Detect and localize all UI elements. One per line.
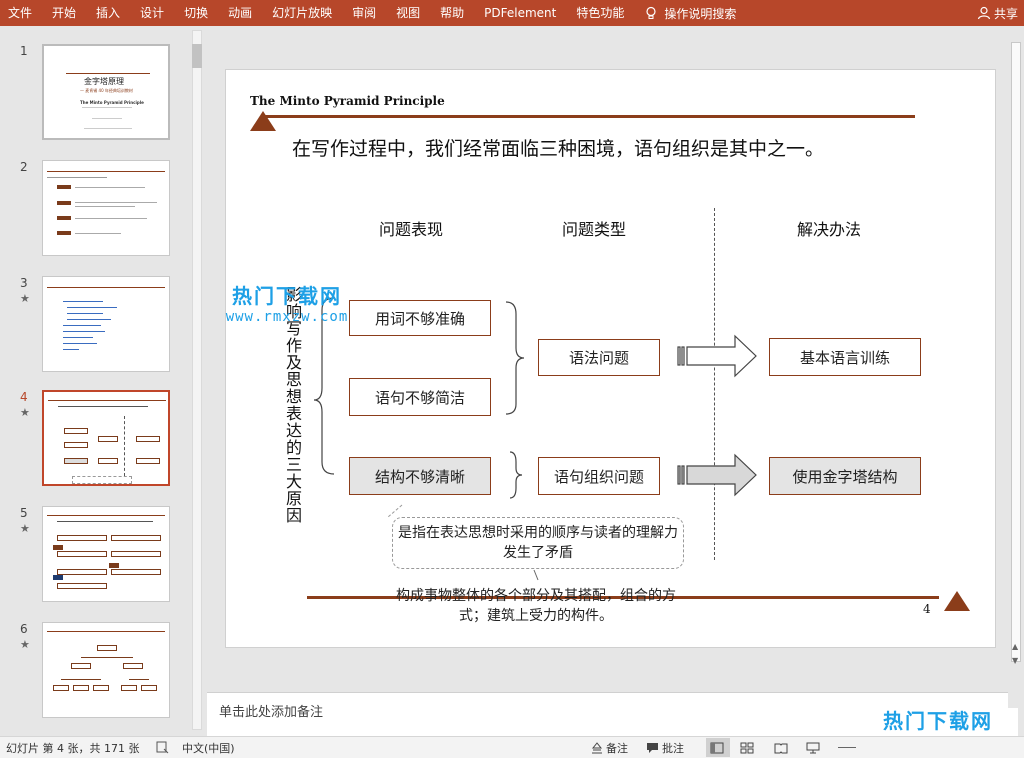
slide-number: 5 <box>20 506 28 520</box>
slide-preview: 金字塔原理 — 麦肯锡 40 年经典培训教材 The Minto Pyramid… <box>42 44 170 140</box>
status-bar: 幻灯片 第 4 张，共 171 张 中文(中国) 备注 批注 <box>0 736 1024 758</box>
search-label: 操作说明搜索 <box>664 6 737 21</box>
slide-number: 6 <box>20 622 28 636</box>
normal-view-button[interactable] <box>706 738 730 757</box>
normal-view-icon <box>710 742 723 753</box>
slideshow-view-button[interactable] <box>802 738 826 757</box>
notes-placeholder[interactable]: 单击此处添加备注 <box>219 705 324 720</box>
tab-insert[interactable]: 插入 <box>96 6 121 20</box>
slide-vertical-scrollbar[interactable]: ▲ ▼ <box>1008 30 1024 670</box>
notes-toggle-button[interactable]: 备注 <box>591 740 628 756</box>
comment-icon <box>647 743 658 753</box>
slide-counter: 幻灯片 第 4 张，共 171 张 <box>6 742 140 755</box>
top-rule <box>264 115 915 118</box>
diagram-connectors <box>313 297 757 581</box>
thumbnail-slide-5[interactable]: 5 ★ <box>0 506 190 616</box>
slide-preview <box>42 506 170 602</box>
slide-number: 1 <box>20 44 28 58</box>
solution-box-2[interactable]: 使用金字塔结构 <box>769 457 921 495</box>
type-box-2[interactable]: 语句组织问题 <box>538 457 660 495</box>
tab-review[interactable]: 审阅 <box>352 6 377 20</box>
column-head-symptom: 问题表现 <box>379 220 444 239</box>
language-indicator[interactable]: 中文(中国) <box>182 742 235 755</box>
problem-box-3[interactable]: 结构不够清晰 <box>349 457 491 495</box>
tab-animations[interactable]: 动画 <box>228 6 253 20</box>
current-slide[interactable]: The Minto Pyramid Principle 在写作过程中，我们经常面… <box>225 69 996 648</box>
thumbnail-slide-1[interactable]: 1 金字塔原理 — 麦肯锡 40 年经典培训教材 The Minto Pyram… <box>0 44 190 154</box>
vertical-label: 影响写作及思想表达的三大原因 <box>283 286 302 524</box>
problem-box-2[interactable]: 语句不够简洁 <box>349 378 491 416</box>
slideshow-icon <box>806 742 819 753</box>
next-slide-icon[interactable]: ▼ <box>1012 656 1019 665</box>
bottom-rule <box>307 596 939 599</box>
type-box-1[interactable]: 语法问题 <box>538 339 660 376</box>
watermark-corner-text: 热门下载网 <box>883 709 993 733</box>
tab-home[interactable]: 开始 <box>52 6 77 20</box>
triangle-marker-bottom <box>944 591 970 611</box>
slide-number: 4 <box>20 390 28 404</box>
tab-design[interactable]: 设计 <box>140 6 165 20</box>
slide-headline[interactable]: 在写作过程中，我们经常面临三种困境，语句组织是其中之一。 <box>292 138 825 160</box>
share-label: 共享 <box>993 6 1018 21</box>
tab-help[interactable]: 帮助 <box>440 6 465 20</box>
thumb-eng-title: The Minto Pyramid Principle <box>80 100 144 105</box>
comments-toggle-label: 批注 <box>662 742 684 755</box>
thumbnail-slide-2[interactable]: 2 <box>0 160 190 270</box>
animation-star-icon: ★ <box>20 638 30 651</box>
problem-box-1[interactable]: 用词不够准确 <box>349 300 491 336</box>
person-icon <box>977 6 991 20</box>
tab-view[interactable]: 视图 <box>396 6 421 20</box>
lightbulb-icon <box>646 6 656 19</box>
tell-me-search[interactable]: 操作说明搜索 <box>634 0 746 26</box>
reading-view-icon <box>774 743 787 753</box>
accessibility-icon[interactable] <box>156 740 173 754</box>
column-head-solution: 解决办法 <box>797 220 862 239</box>
tab-transitions[interactable]: 切换 <box>184 6 209 20</box>
slide-thumbnail-pane: 1 金字塔原理 — 麦肯锡 40 年经典培训教材 The Minto Pyram… <box>0 26 207 736</box>
animation-star-icon: ★ <box>20 522 30 535</box>
slide-preview <box>42 276 170 372</box>
zoom-slider[interactable] <box>838 747 856 748</box>
solution-box-1[interactable]: 基本语言训练 <box>769 338 921 376</box>
dashed-divider <box>714 208 715 560</box>
notes-icon <box>591 742 603 754</box>
thumb-title: 金字塔原理 <box>84 77 124 86</box>
tab-features[interactable]: 特色功能 <box>576 6 625 20</box>
slide-sorter-button[interactable] <box>736 738 760 757</box>
tab-slideshow[interactable]: 幻灯片放映 <box>272 6 333 20</box>
animation-star-icon: ★ <box>20 406 30 419</box>
ribbon-tab-bar: 文件 开始 插入 设计 切换 动画 幻灯片放映 审阅 视图 帮助 PDFelem… <box>0 0 1024 26</box>
thumbnail-slide-3[interactable]: 3 ★ <box>0 276 190 386</box>
structure-definition-note[interactable]: 构成事物整体的各个部分及其搭配，组合的方式；建筑上受力的构件。 <box>396 588 676 624</box>
comments-toggle-button[interactable]: 批注 <box>646 740 684 756</box>
slide-brand-title: The Minto Pyramid Principle <box>250 94 445 108</box>
thumbnail-slide-6[interactable]: 6 ★ <box>0 622 190 732</box>
thumbnail-scrollbar[interactable] <box>190 30 204 730</box>
slide-preview <box>42 160 170 256</box>
animation-star-icon: ★ <box>20 292 30 305</box>
slide-page-number: 4 <box>923 602 931 616</box>
slide-sorter-icon <box>740 742 753 753</box>
slide-number: 2 <box>20 160 28 174</box>
tab-file[interactable]: 文件 <box>8 6 33 20</box>
notes-toggle-label: 备注 <box>606 742 628 755</box>
thumb-subtitle: — 麦肯锡 40 年经典培训教材 <box>80 88 133 93</box>
column-head-type: 问题类型 <box>562 220 627 239</box>
tab-pdfelement[interactable]: PDFelement <box>484 6 557 20</box>
callout-bubble[interactable]: 是指在表达思想时采用的顺序与读者的理解力发生了矛盾 <box>392 517 684 569</box>
previous-slide-icon[interactable]: ▲ <box>1012 642 1019 651</box>
thumbnail-slide-4[interactable]: 4 ★ <box>0 390 190 500</box>
reading-view-button[interactable] <box>770 738 794 757</box>
share-button[interactable]: 共享 <box>977 0 1018 26</box>
thumbnail-scroll-thumb[interactable] <box>192 44 202 68</box>
slide-preview <box>42 390 170 486</box>
slide-preview <box>42 622 170 718</box>
slide-scroll-thumb[interactable] <box>1011 42 1021 662</box>
slide-number: 3 <box>20 276 28 290</box>
